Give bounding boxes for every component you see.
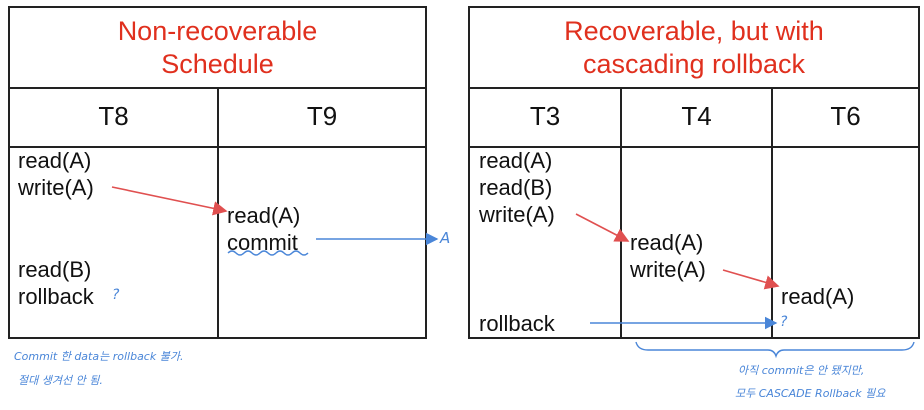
t6-op: read(A) [781,284,855,309]
left-annotation-line-2: 절대 생겨선 안 됨. [18,374,103,387]
t4-op: read(A) [630,230,704,255]
t3-op: write(A) [479,202,555,227]
cascading-rollback-table: Recoverable, but with cascading rollback… [468,6,920,339]
column-header-t4: T4 [622,87,771,148]
t9-op: read(A) [227,203,301,228]
table-title: Recoverable, but with cascading rollback [470,8,918,89]
title-line-1: Recoverable, but with [564,15,824,46]
dependency-arrow [722,269,780,290]
non-recoverable-table: Non-recoverable Schedule T8 T9 read(A) w… [8,6,427,339]
squiggle-underline [227,250,309,256]
t8-op: read(A) [18,148,92,173]
t3-op: rollback [479,311,555,336]
t8-op: read(B) [18,257,92,282]
left-annotation-line-1: Commit 한 data는 rollback 불가. [14,350,184,363]
right-annotation-line-1: 아직 commit은 안 됐지만, [738,364,865,377]
t3-op: read(B) [479,175,553,200]
question-mark: ? [112,287,120,303]
question-mark: ? [780,314,788,330]
dependency-arrow [575,213,630,242]
title-line-1: Non-recoverable [117,15,318,46]
column-header-t3: T3 [470,87,620,148]
column-header-t8: T8 [10,87,217,148]
t8-op: rollback [18,284,94,309]
column-header-t9: T9 [219,87,425,148]
title-line-2: cascading rollback [582,48,806,79]
dependency-arrow [111,186,228,216]
t8-op: write(A) [18,175,94,200]
column-divider [620,87,622,337]
t3-op: read(A) [479,148,553,173]
commit-target-label: A [440,229,451,247]
column-divider [771,87,773,337]
cascade-brace [635,341,915,359]
title-line-2: Schedule [161,48,274,79]
right-annotation-line-2: 모두 CASCADE Rollback 필요 [735,387,886,400]
column-header-t6: T6 [773,87,918,148]
t4-op: write(A) [630,257,706,282]
